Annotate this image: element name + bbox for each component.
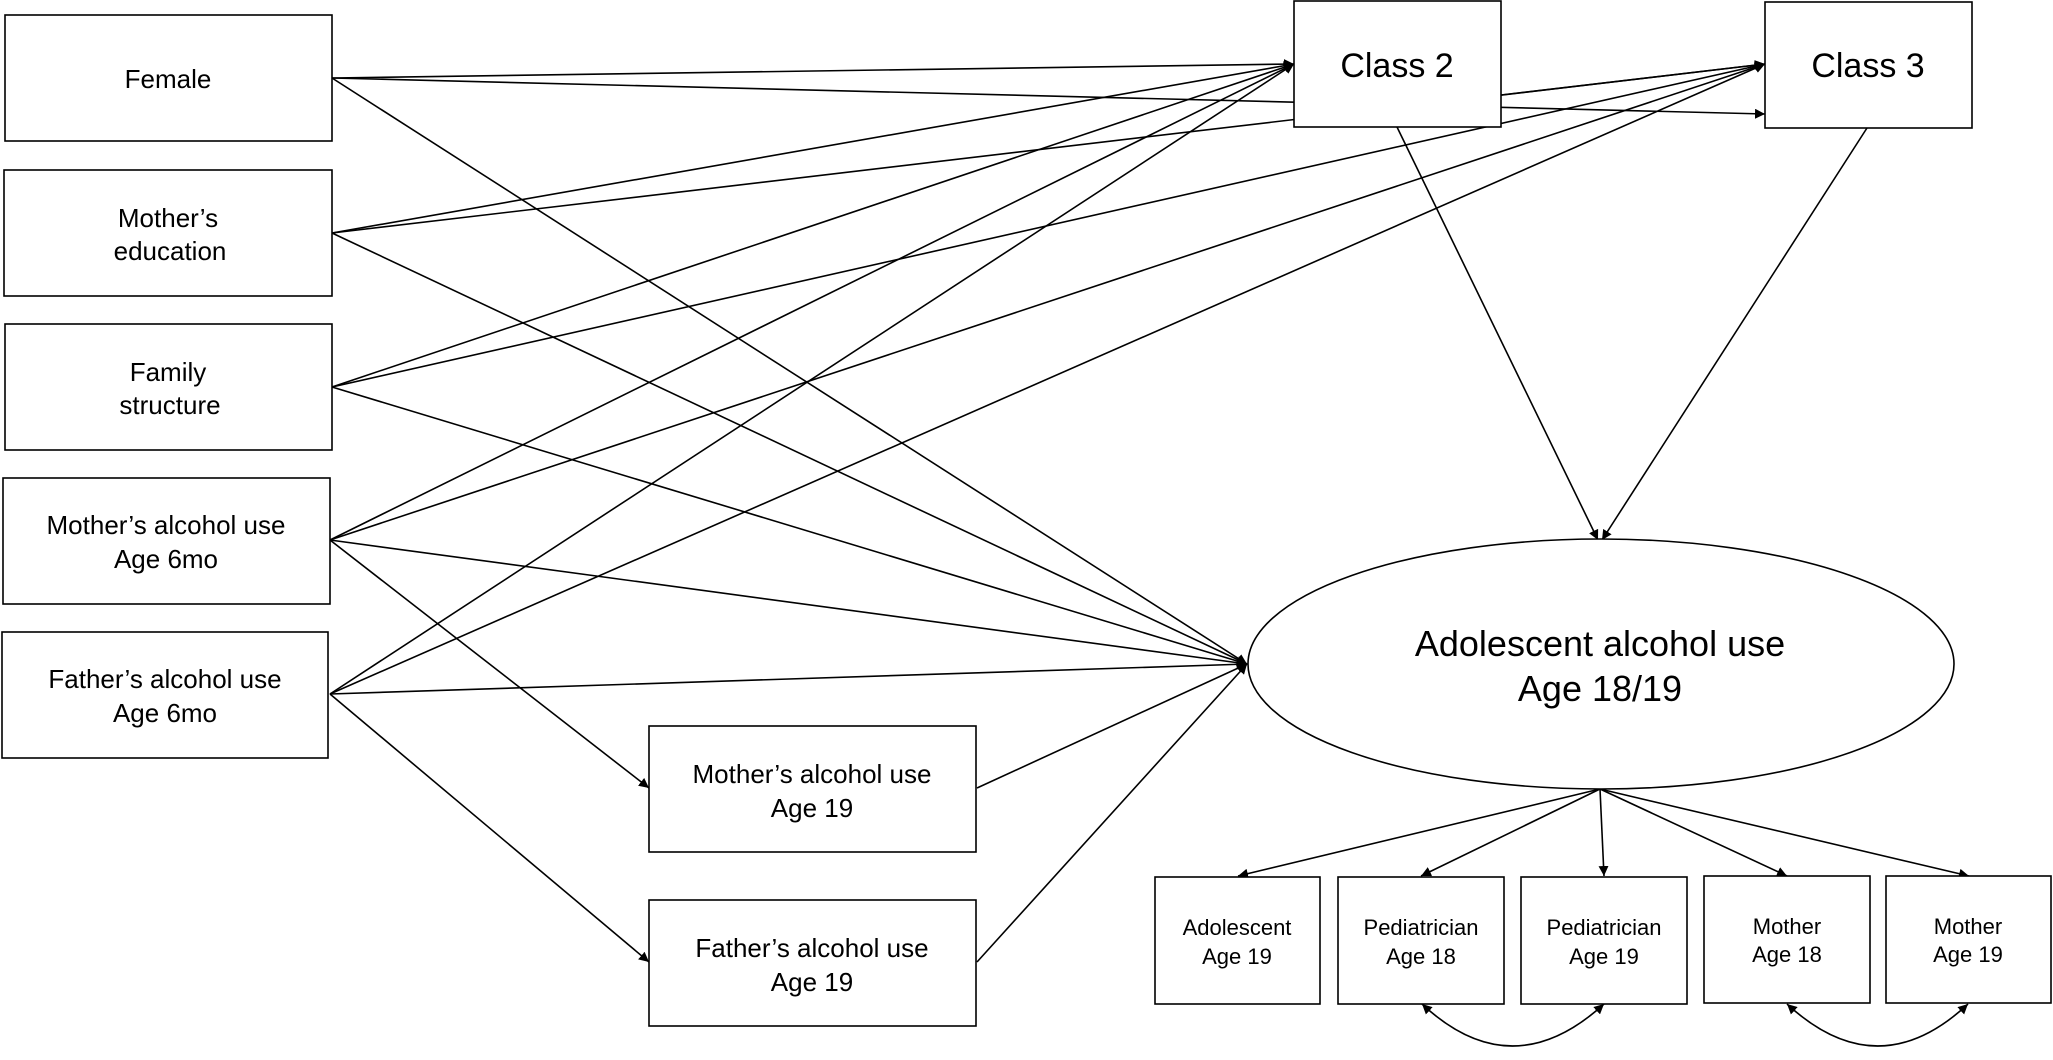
- edge-class2-to-class3: [1500, 60, 1766, 96]
- edge-mother-6mo-to-class2: [329, 63, 1295, 541]
- edge-class3-to-outcome: [1601, 127, 1868, 541]
- node-mother-alcohol-19-line1: Mother’s alcohol use: [693, 759, 932, 789]
- edge-father-6mo-to-class2: [329, 63, 1295, 695]
- indicator-adolescent-19-line1: Adolescent: [1183, 915, 1292, 940]
- edge-outcome-to-adolescent-19: [1237, 788, 1601, 879]
- node-mother-alcohol-6mo-line2: Age 6mo: [114, 544, 218, 574]
- edge-female-to-class3: [331, 77, 1766, 119]
- node-father-alcohol-19-line2: Age 19: [771, 967, 853, 997]
- outcome-title: Adolescent alcohol use: [1415, 623, 1785, 664]
- covariance-pediatrician-18-19: [1421, 1003, 1605, 1047]
- edge-father-19-to-outcome: [976, 663, 1248, 963]
- edge-mother-6mo-to-mother-19: [329, 539, 650, 789]
- node-family-structure-line1: Family: [130, 357, 207, 387]
- edge-family-structure-to-class3: [331, 61, 1766, 388]
- edge-family-structure-to-class2: [331, 62, 1295, 388]
- indicator-mother-18-line2: Age 18: [1752, 942, 1822, 967]
- node-father-alcohol-19-line1: Father’s alcohol use: [695, 933, 928, 963]
- node-class3-label: Class 3: [1811, 47, 1924, 85]
- indicator-mother-19-line2: Age 19: [1933, 942, 2003, 967]
- node-female-label: Female: [125, 64, 212, 94]
- edge-mother-6mo-to-class3: [329, 62, 1766, 541]
- indicator-pediatrician-18-line1: Pediatrician: [1364, 915, 1479, 940]
- indicator-adolescent-19-line2: Age 19: [1202, 944, 1272, 969]
- indicator-pediatrician-18: Pediatrician Age 18: [1337, 876, 1505, 1005]
- edges: [329, 59, 1970, 1047]
- covariance-mother-18-19: [1786, 1003, 1969, 1047]
- edge-outcome-to-mother-18: [1599, 788, 1788, 877]
- node-mother-education-line2: education: [114, 236, 227, 266]
- node-class3: Class 3: [1764, 1, 1973, 129]
- node-mother-alcohol-19-line2: Age 19: [771, 793, 853, 823]
- node-mother-alcohol-6mo: Mother’s alcohol use Age 6mo: [2, 477, 331, 605]
- node-father-alcohol-19: Father’s alcohol use Age 19: [648, 899, 977, 1027]
- edge-mother-education-to-class2: [331, 60, 1295, 234]
- node-adolescent-alcohol-use: Adolescent alcohol use Age 18/19: [1247, 538, 1955, 790]
- edge-mother-education-to-outcome: [331, 232, 1248, 665]
- edge-female-to-class2: [331, 59, 1295, 79]
- node-female: Female: [4, 14, 333, 142]
- indicator-mother-19: Mother Age 19: [1885, 875, 2052, 1004]
- indicator-pediatrician-19: Pediatrician Age 19: [1520, 876, 1688, 1005]
- indicator-mother-18: Mother Age 18: [1703, 875, 1871, 1004]
- node-family-structure-line2: structure: [119, 390, 220, 420]
- node-mother-education-line1: Mother’s: [118, 203, 218, 233]
- indicator-pediatrician-19-line2: Age 19: [1569, 944, 1639, 969]
- indicator-adolescent-19: Adolescent Age 19: [1154, 876, 1321, 1005]
- node-mother-alcohol-6mo-line1: Mother’s alcohol use: [47, 510, 286, 540]
- edge-father-6mo-to-outcome: [329, 659, 1248, 695]
- indicator-mother-18-line1: Mother: [1753, 914, 1821, 939]
- edge-mother-6mo-to-outcome: [329, 539, 1248, 668]
- edge-class2-to-outcome: [1396, 126, 1599, 541]
- edge-outcome-to-pediatrician-19: [1598, 788, 1609, 877]
- outcome-age: Age 18/19: [1518, 668, 1682, 709]
- edge-family-structure-to-outcome: [331, 386, 1248, 666]
- edge-outcome-to-pediatrician-18: [1420, 788, 1601, 877]
- node-father-alcohol-6mo: Father’s alcohol use Age 6mo: [1, 631, 329, 759]
- indicator-pediatrician-19-line1: Pediatrician: [1547, 915, 1662, 940]
- node-family-structure: Family structure: [4, 323, 333, 451]
- node-father-alcohol-6mo-line2: Age 6mo: [113, 698, 217, 728]
- indicator-mother-19-line1: Mother: [1934, 914, 2002, 939]
- node-class2-label: Class 2: [1340, 47, 1453, 85]
- edge-female-to-outcome: [331, 77, 1248, 665]
- edge-father-6mo-to-father-19: [329, 693, 650, 963]
- node-mother-alcohol-19: Mother’s alcohol use Age 19: [648, 725, 977, 853]
- edge-mother-19-to-outcome: [976, 663, 1248, 789]
- node-class2: Class 2: [1293, 0, 1502, 128]
- edge-father-6mo-to-class3: [329, 63, 1766, 695]
- edge-outcome-to-mother-19: [1599, 788, 1970, 879]
- node-mother-education: Mother’s education: [3, 169, 333, 297]
- indicator-pediatrician-18-line2: Age 18: [1386, 944, 1456, 969]
- node-father-alcohol-6mo-line1: Father’s alcohol use: [48, 664, 281, 694]
